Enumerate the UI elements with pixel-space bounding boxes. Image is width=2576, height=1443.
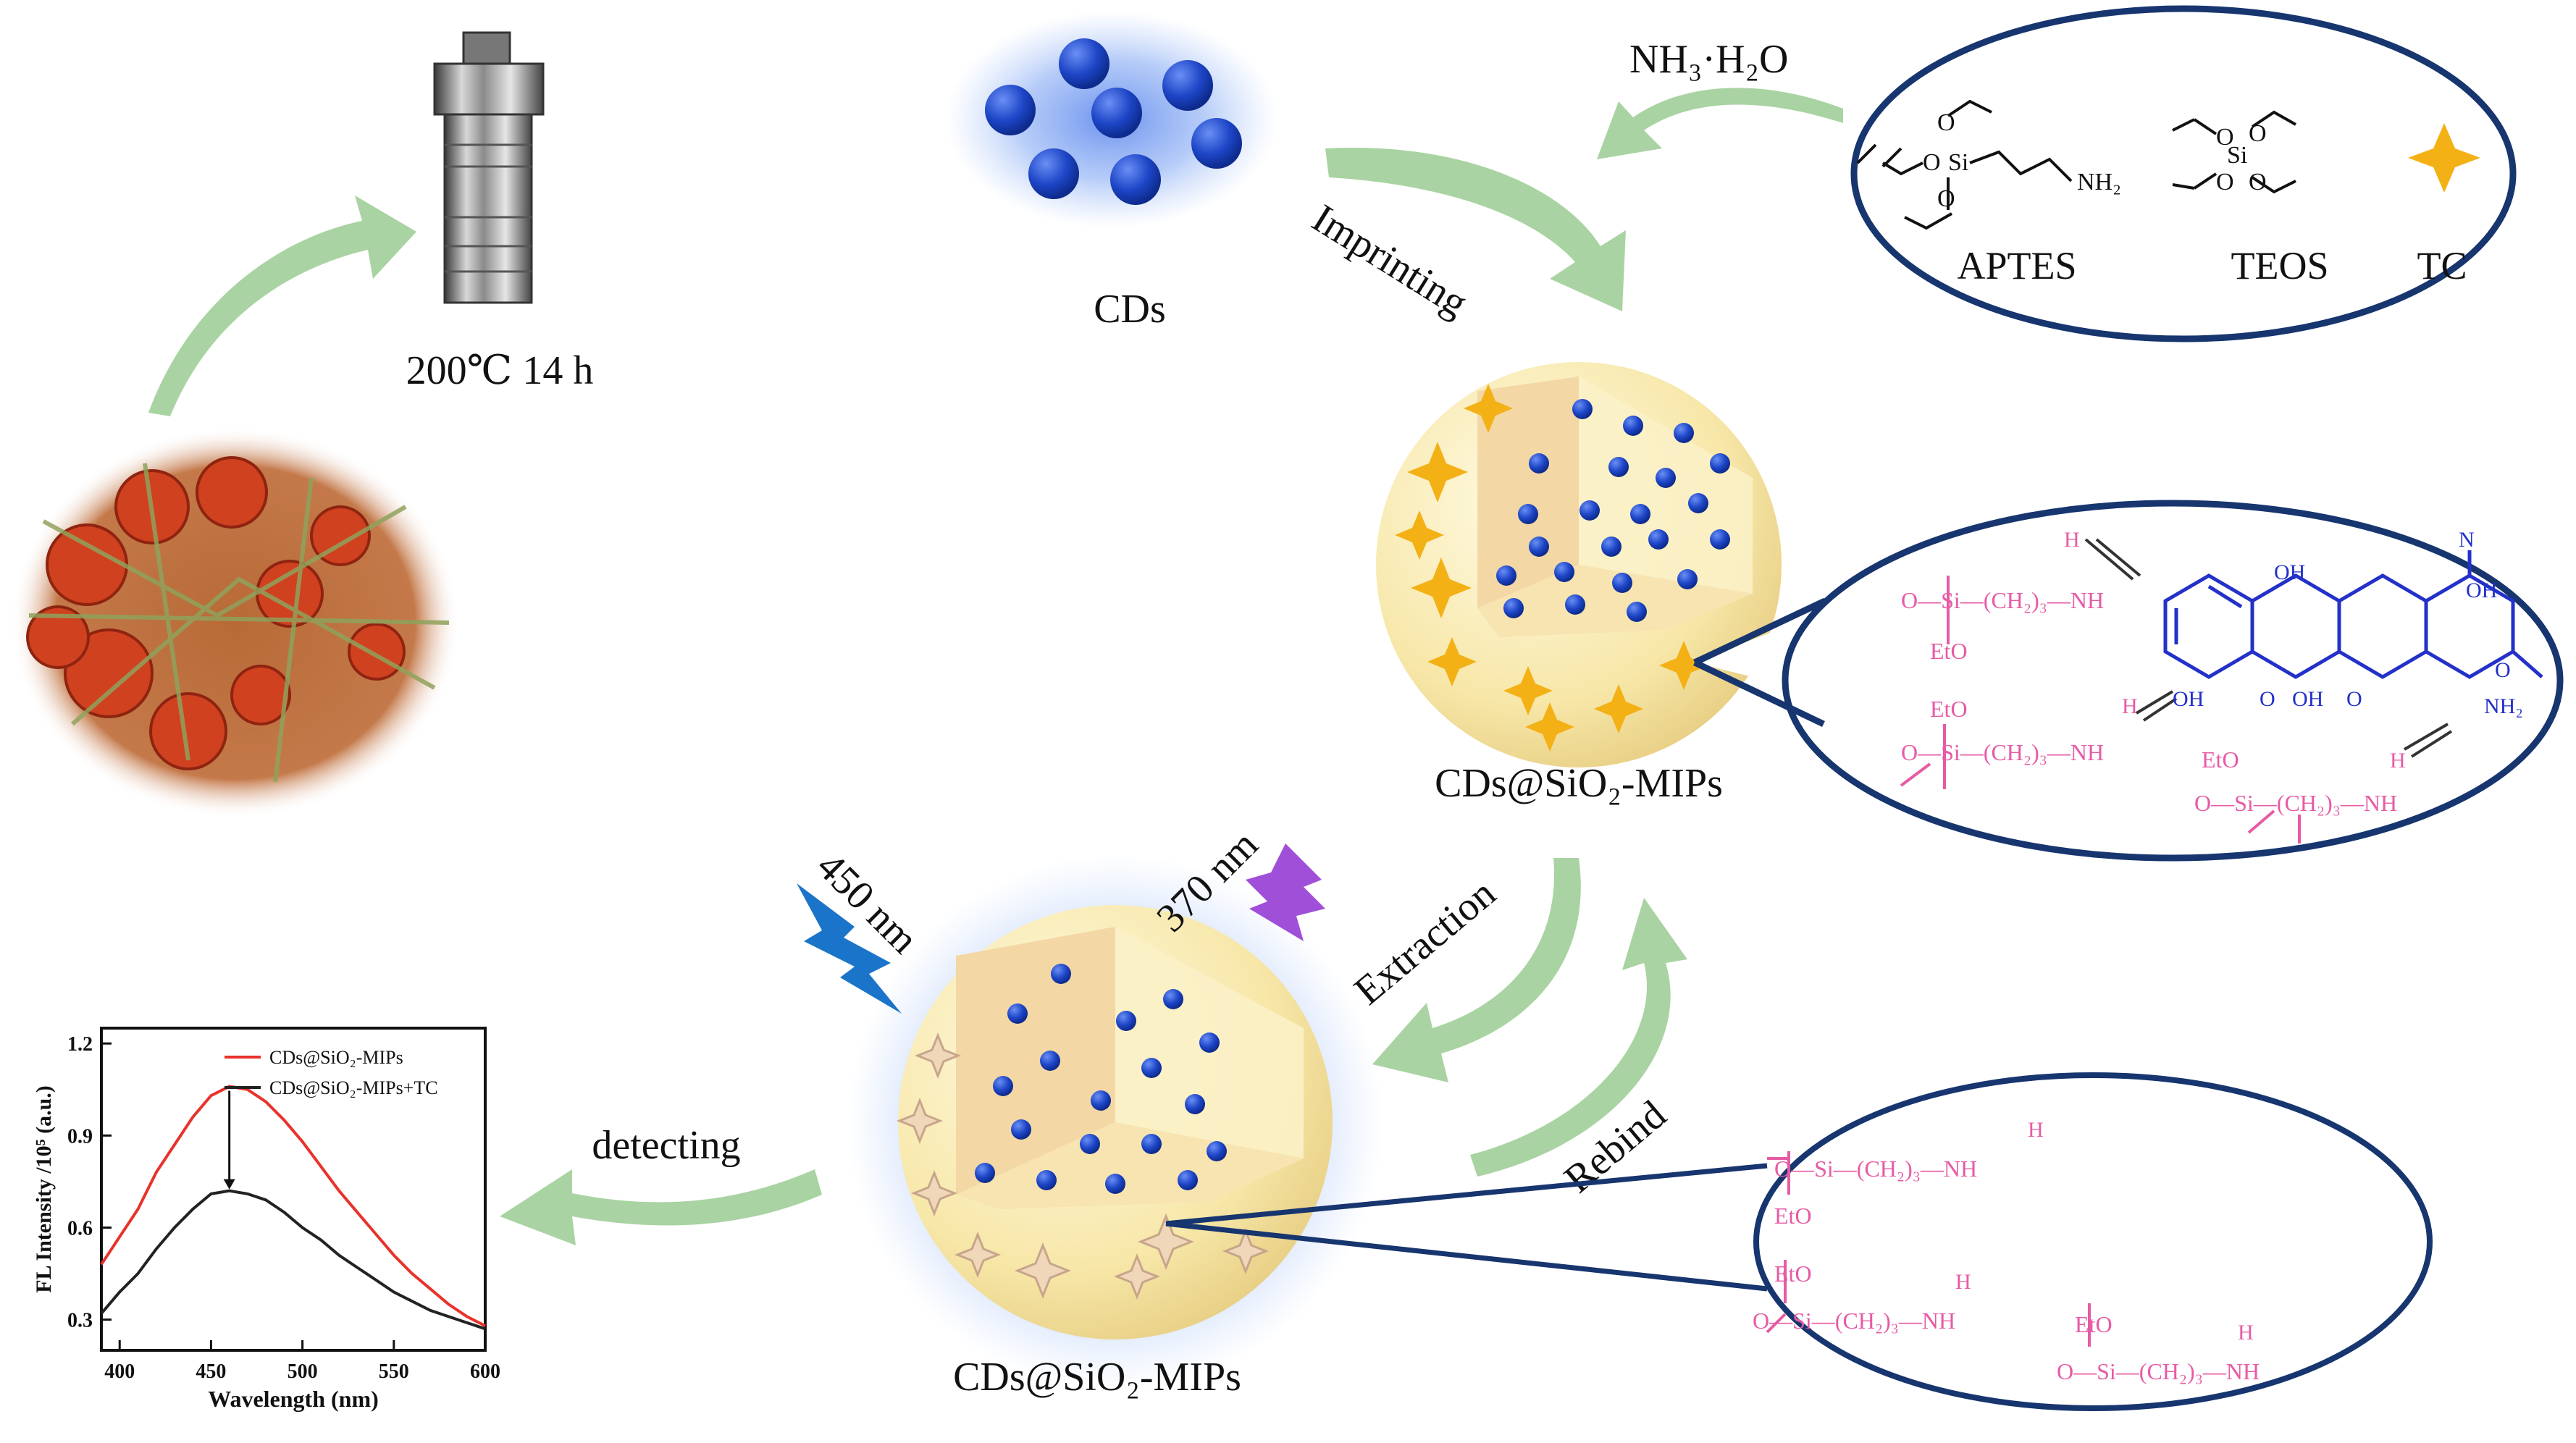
y-tick-label: 0.6 bbox=[67, 1217, 93, 1240]
imprinting-label: Imprinting bbox=[1304, 195, 1475, 326]
arrow-ammonia bbox=[1597, 88, 1843, 159]
imprinted-cavity-icons bbox=[896, 1032, 1270, 1300]
legend-label-2: CDs@SiO₂-MIPs+TC bbox=[269, 1077, 438, 1098]
fluorescence-chart: 400 450 500 550 600 0.3 0.6 0.9 1.2CDs@SiO₂-MIPs… bbox=[32, 1027, 500, 1412]
cavity-eto-1: EtO bbox=[1774, 1203, 1812, 1229]
mip-particle-with-template bbox=[1376, 362, 1782, 767]
chain-2: O—Si—(CH₂)₃—NH bbox=[1901, 739, 2104, 765]
oh-4: OH bbox=[2292, 687, 2323, 711]
carbon-dots-cluster bbox=[945, 11, 1278, 228]
cavity-chain-2: O—Si—(CH₂)₃—NH bbox=[1753, 1308, 1955, 1334]
autoclave-image bbox=[433, 31, 545, 304]
cavity-structure-callout: O—Si—(CH₂)₃—NH EtO EtO O—Si—(CH₂)₃—NH Et… bbox=[1165, 1072, 2433, 1411]
emission-lightning-icon bbox=[797, 883, 902, 1014]
cavity-h-3: H bbox=[2238, 1321, 2254, 1345]
quenching-arrow-head bbox=[223, 1179, 235, 1190]
y-tick-label: 0.9 bbox=[67, 1125, 93, 1148]
embedded-carbon-dots-bottom bbox=[975, 964, 1227, 1194]
nh2-label: NH₂ bbox=[2484, 694, 2523, 718]
autoclave-condition-label: 200℃ 14 h bbox=[406, 348, 594, 393]
aptes-si: Si bbox=[1948, 149, 1968, 176]
reagent-panel: O O O Si NH₂ O O Si O O APTES TEOS TC bbox=[1850, 5, 2517, 342]
tetracycline-structure bbox=[2163, 550, 2543, 679]
aptes-o-top: O bbox=[1937, 109, 1955, 136]
y-tick-label: 0.3 bbox=[67, 1310, 93, 1332]
tomato-waste-image bbox=[11, 427, 460, 818]
embedded-carbon-dots bbox=[1496, 399, 1730, 622]
aptes-o-left: O bbox=[1923, 149, 1941, 176]
h-2: H bbox=[2122, 694, 2138, 718]
eto-1: EtO bbox=[1930, 638, 1968, 664]
h-3: H bbox=[2390, 749, 2406, 773]
x-tick-label: 600 bbox=[470, 1360, 500, 1383]
carbon-dot-icons bbox=[985, 38, 1242, 205]
o-3: O bbox=[2495, 658, 2511, 682]
teos-label: TEOS bbox=[2231, 244, 2329, 287]
arrow-rebind bbox=[1470, 898, 1687, 1177]
cavity-eto-3: EtO bbox=[2075, 1311, 2113, 1337]
aptes-label: APTES bbox=[1957, 244, 2076, 287]
oh-2: OH bbox=[2466, 579, 2497, 602]
arrow-extraction bbox=[1372, 858, 1581, 1082]
y-tick-label: 1.2 bbox=[67, 1033, 93, 1056]
teos-o-4: O bbox=[2249, 169, 2267, 195]
template-star-icons bbox=[1395, 384, 1708, 752]
eto-2: EtO bbox=[1930, 696, 1968, 722]
tc-label: TC bbox=[2417, 244, 2467, 287]
h-1: H bbox=[2064, 528, 2080, 552]
cavity-h-2: H bbox=[1955, 1270, 1971, 1294]
process-arrows bbox=[148, 88, 1843, 1245]
series-line-1 bbox=[100, 1085, 486, 1327]
teos-si: Si bbox=[2227, 142, 2247, 169]
mip-particle-bottom-label: CDs@SiO₂-MIPs bbox=[953, 1355, 1241, 1400]
x-tick-label: 450 bbox=[196, 1360, 226, 1383]
arrow-detecting bbox=[500, 1169, 822, 1245]
aptes-nh2: NH₂ bbox=[2077, 169, 2121, 195]
detecting-label: detecting bbox=[592, 1123, 740, 1168]
x-tick-label: 500 bbox=[288, 1360, 318, 1383]
x-tick-label: 550 bbox=[379, 1360, 409, 1383]
arrow-imprinting bbox=[1325, 147, 1626, 311]
ammonia-label: NH₃·H₂O bbox=[1629, 37, 1788, 82]
aptes-o-bottom: O bbox=[1937, 185, 1955, 212]
cds-label: CDs bbox=[1094, 287, 1166, 332]
n-label: N bbox=[2459, 528, 2475, 552]
y-axis-label: FL Intensity /10⁵ (a.u.) bbox=[32, 1085, 56, 1293]
cavity-h-1: H bbox=[2028, 1118, 2044, 1142]
chart-frame bbox=[100, 1027, 487, 1352]
teos-o-3: O bbox=[2216, 169, 2234, 195]
legend-label-1: CDs@SiO₂-MIPs bbox=[269, 1047, 403, 1068]
tc-star-icon bbox=[2408, 123, 2480, 193]
series-line-2 bbox=[100, 1189, 486, 1331]
teos-o-1: O bbox=[2216, 124, 2234, 151]
chain-1: O—Si—(CH₂)₃—NH bbox=[1901, 587, 2104, 613]
arrow-to-autoclave bbox=[148, 195, 416, 416]
cavity-chain-1: O—Si—(CH₂)₃—NH bbox=[1774, 1156, 1977, 1182]
mip-particle-extracted bbox=[847, 854, 1383, 1390]
chain-3: O—Si—(CH₂)₃—NH bbox=[2194, 790, 2397, 816]
o-2: O bbox=[2346, 687, 2362, 711]
excitation-lightning-icon bbox=[1246, 843, 1325, 941]
cavity-eto-2: EtO bbox=[1774, 1261, 1812, 1287]
mip-particle-top-label: CDs@SiO₂-MIPs bbox=[1435, 761, 1723, 806]
oh-3: OH bbox=[2173, 687, 2204, 711]
imprint-structure-callout: O—Si—(CH₂)₃—NH EtO EtO O—Si—(CH₂)₃—NH Et… bbox=[1693, 500, 2564, 862]
o-1: O bbox=[2260, 687, 2275, 711]
teos-o-2: O bbox=[2249, 120, 2267, 147]
extraction-label: Extraction bbox=[1346, 871, 1505, 1014]
eto-3: EtO bbox=[2202, 746, 2239, 773]
x-tick-label: 400 bbox=[104, 1360, 135, 1383]
oh-1: OH bbox=[2274, 560, 2305, 584]
x-axis-label: Wavelength (nm) bbox=[208, 1386, 379, 1412]
cavity-chain-3: O—Si—(CH₂)₃—NH bbox=[2057, 1358, 2260, 1384]
